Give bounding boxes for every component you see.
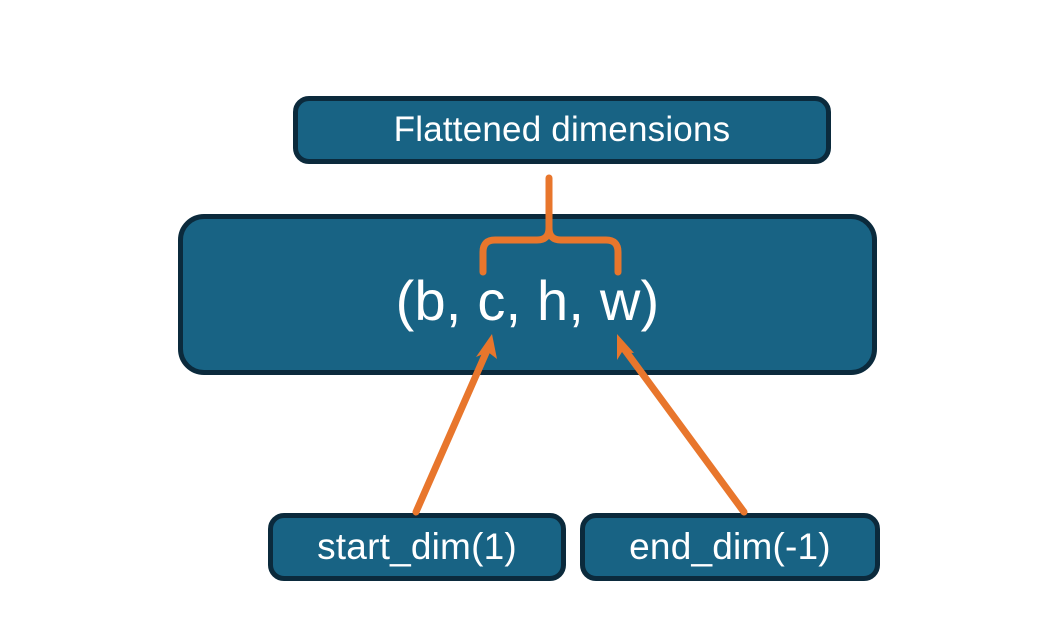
end-dim-label: end_dim(-1) bbox=[629, 525, 831, 567]
tensor-shape-label: (b, c, h, w) bbox=[395, 268, 660, 332]
flattened-dimensions-box[interactable]: Flattened dimensions bbox=[293, 96, 831, 164]
start-dim-box[interactable]: start_dim(1) bbox=[268, 513, 566, 581]
end-dim-box[interactable]: end_dim(-1) bbox=[580, 513, 880, 581]
tensor-shape-box[interactable]: (b, c, h, w) bbox=[178, 214, 877, 375]
flattened-dimensions-label: Flattened dimensions bbox=[393, 109, 731, 149]
start-dim-label: start_dim(1) bbox=[317, 525, 517, 567]
